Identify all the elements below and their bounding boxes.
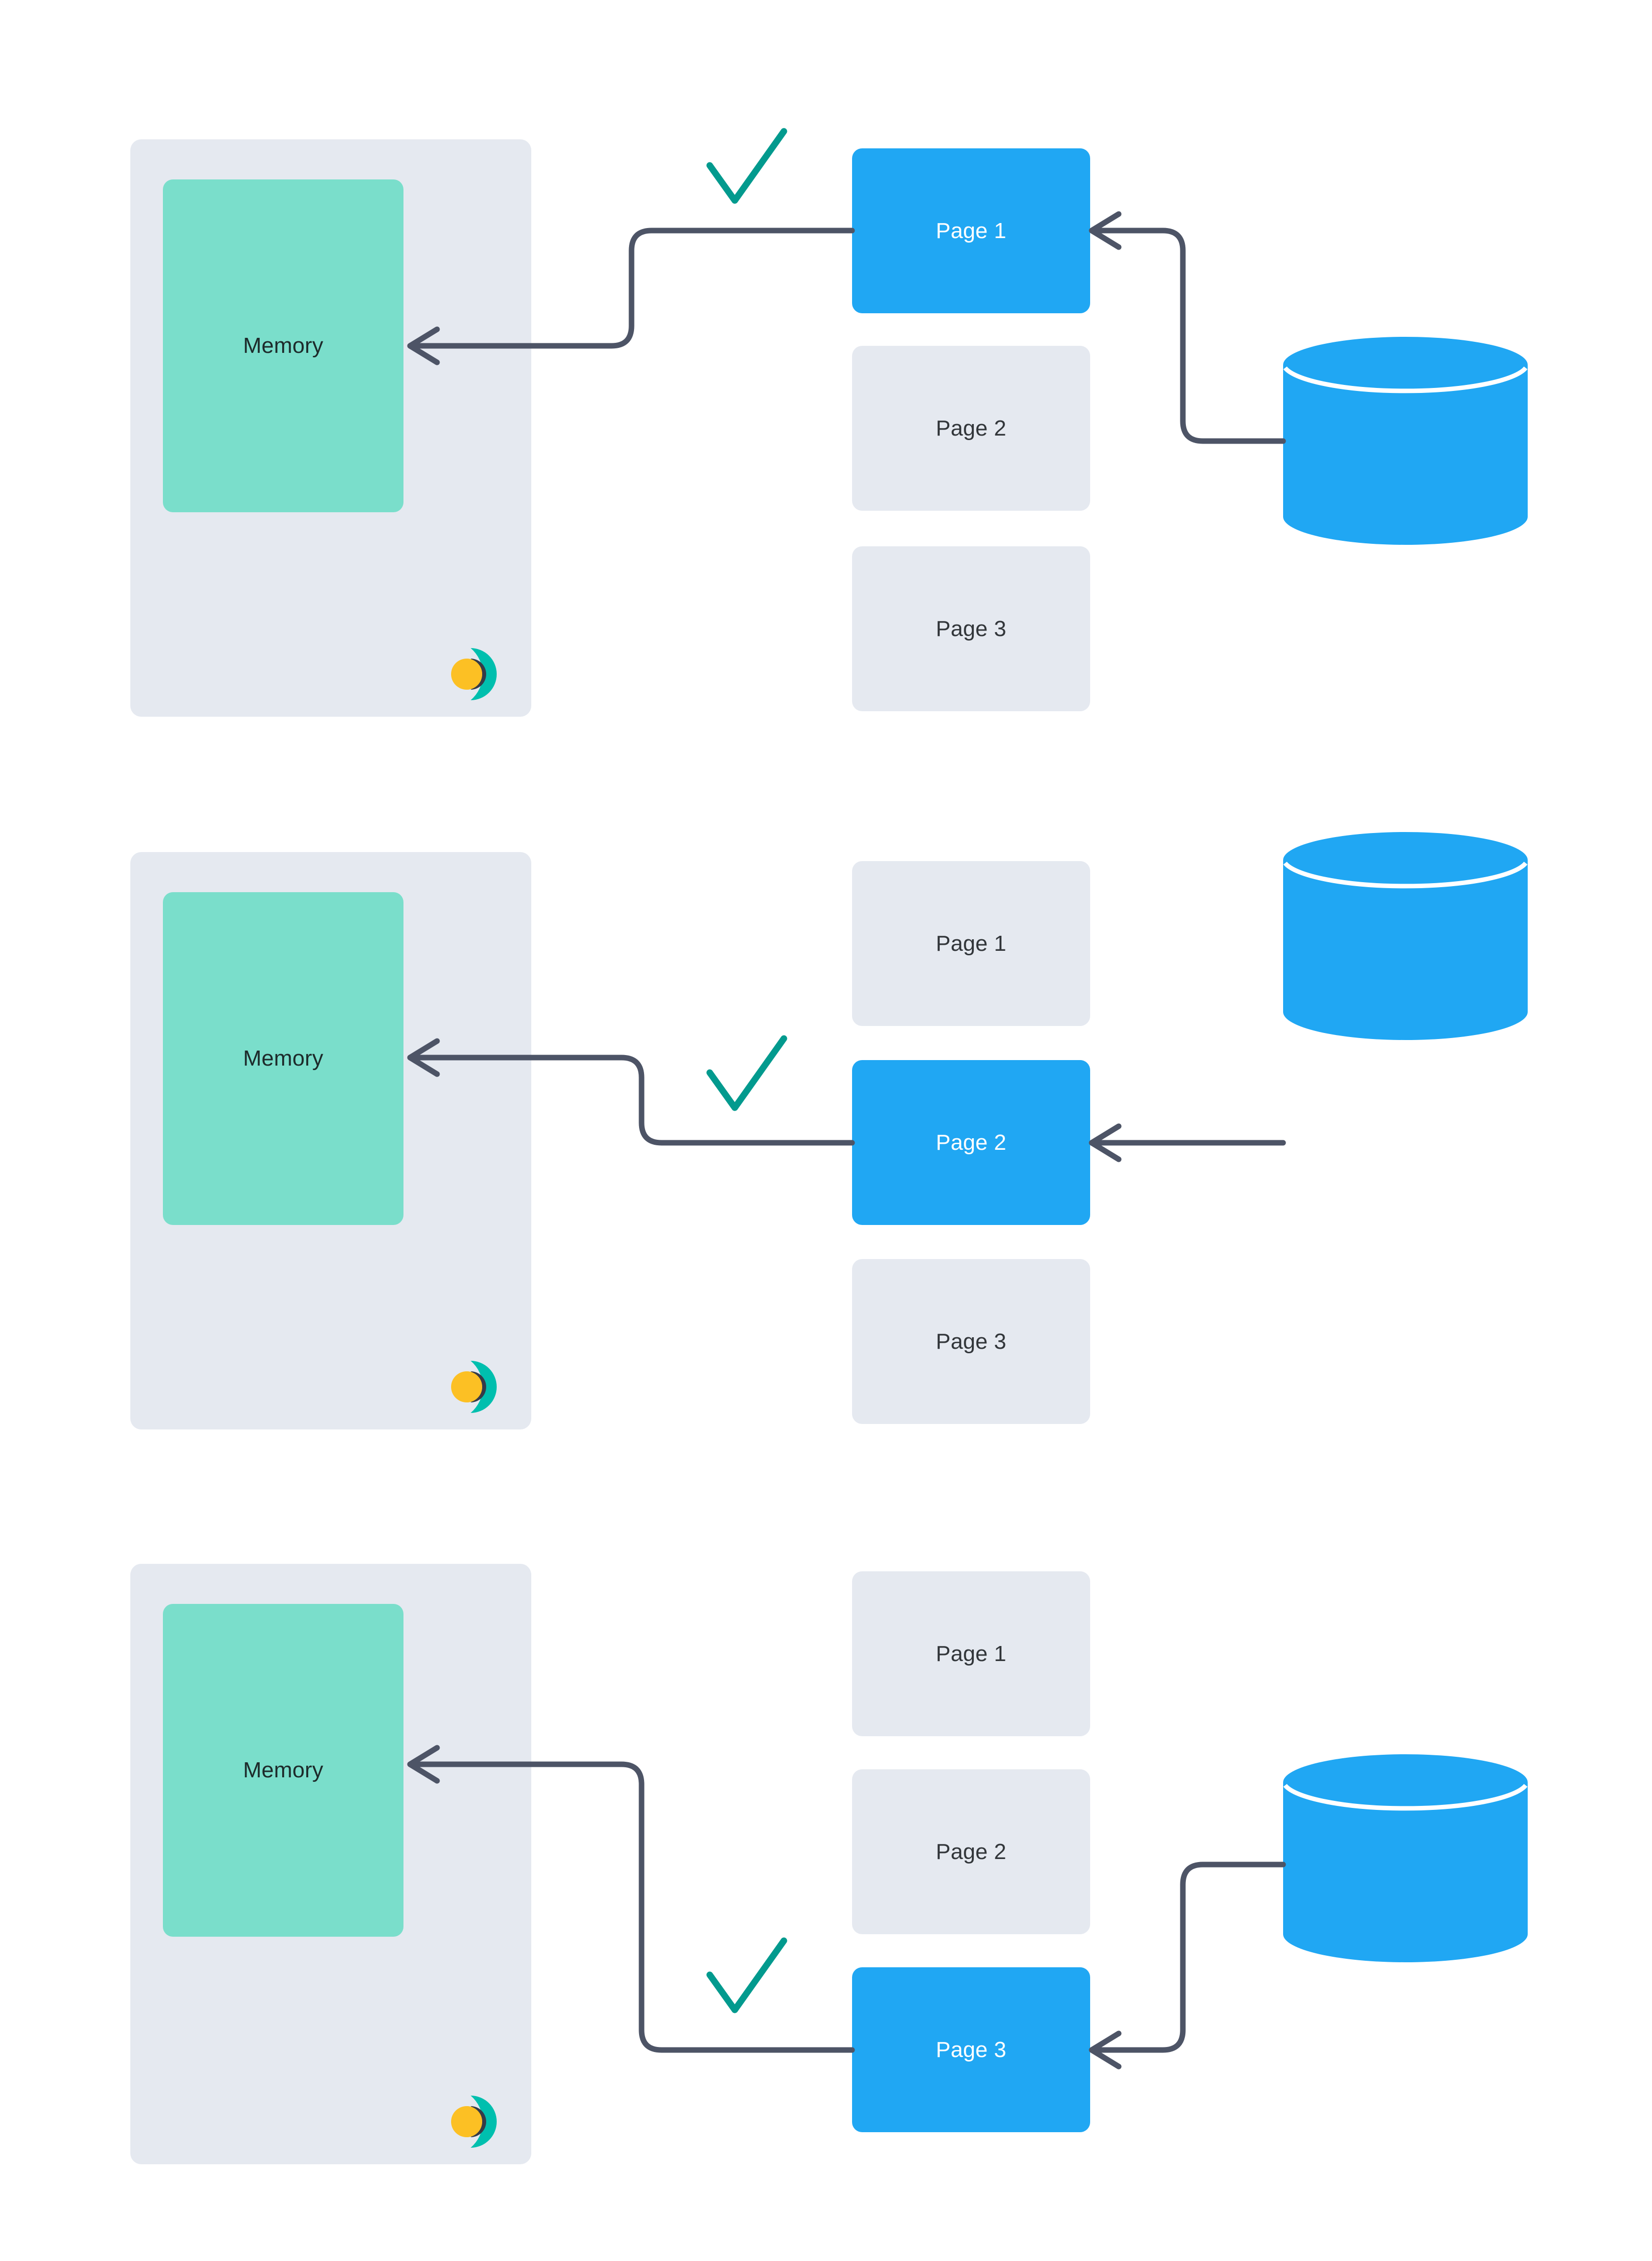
page-label-1-2: Page 2 <box>936 416 1006 441</box>
page-box-1-1[interactable]: Page 1 <box>852 148 1090 313</box>
data-source-2[interactable]: Data Source <box>1283 832 1652 1040</box>
arrow-left-icon-2b <box>1089 1123 1122 1162</box>
page-box-2-1[interactable]: Page 1 <box>852 861 1090 1026</box>
memory-container-2: Memory <box>130 852 531 1429</box>
page-box-2-2[interactable]: Page 2 <box>852 1060 1090 1225</box>
data-source-label-2: Data Source <box>1588 948 1652 973</box>
check-icon-3 <box>706 1937 787 2013</box>
page-box-3-1[interactable]: Page 1 <box>852 1571 1090 1736</box>
page-label-3-2: Page 2 <box>936 1839 1006 1864</box>
memory-block-1[interactable]: Memory <box>163 179 403 512</box>
data-source-label-3: Data Source <box>1588 1871 1652 1895</box>
arrow-left-icon-1b <box>1089 211 1122 250</box>
database-cylinder-icon-3 <box>1283 1754 1528 1962</box>
data-source-1[interactable]: Data Source <box>1283 337 1652 545</box>
page-box-2-3[interactable]: Page 3 <box>852 1259 1090 1424</box>
brand-logo-icon-3 <box>451 2096 497 2148</box>
page-box-3-2[interactable]: Page 2 <box>852 1769 1090 1934</box>
data-source-3[interactable]: Data Source <box>1283 1754 1652 1962</box>
page-label-1-1: Page 1 <box>936 218 1006 243</box>
memory-container-1: Memory <box>130 139 531 717</box>
check-icon-2 <box>706 1035 787 1111</box>
page-label-2-2: Page 2 <box>936 1130 1006 1155</box>
page-box-1-3[interactable]: Page 3 <box>852 546 1090 711</box>
page-label-1-3: Page 3 <box>936 616 1006 641</box>
data-source-label-1: Data Source <box>1588 453 1652 478</box>
memory-container-3: Memory <box>130 1564 531 2164</box>
memory-block-3[interactable]: Memory <box>163 1604 403 1937</box>
page-label-2-3: Page 3 <box>936 1329 1006 1354</box>
arrow-datasource-to-page3-3 <box>1095 1862 1286 2053</box>
brand-logo-icon-1 <box>451 648 497 700</box>
memory-label-1: Memory <box>243 333 324 358</box>
page-box-1-2[interactable]: Page 2 <box>852 346 1090 511</box>
database-cylinder-icon-2 <box>1283 832 1528 1040</box>
memory-block-2[interactable]: Memory <box>163 892 403 1225</box>
check-icon-1 <box>706 128 787 204</box>
arrow-datasource-to-page1-1 <box>1095 228 1286 444</box>
page-label-3-1: Page 1 <box>936 1641 1006 1666</box>
page-label-2-1: Page 1 <box>936 931 1006 956</box>
memory-label-2: Memory <box>243 1046 324 1071</box>
arrow-left-icon-3b <box>1089 2030 1122 2070</box>
database-cylinder-icon-1 <box>1283 337 1528 545</box>
page-label-3-3: Page 3 <box>936 2037 1006 2062</box>
page-box-3-3[interactable]: Page 3 <box>852 1967 1090 2132</box>
brand-logo-icon-2 <box>451 1361 497 1413</box>
memory-label-3: Memory <box>243 1758 324 1782</box>
